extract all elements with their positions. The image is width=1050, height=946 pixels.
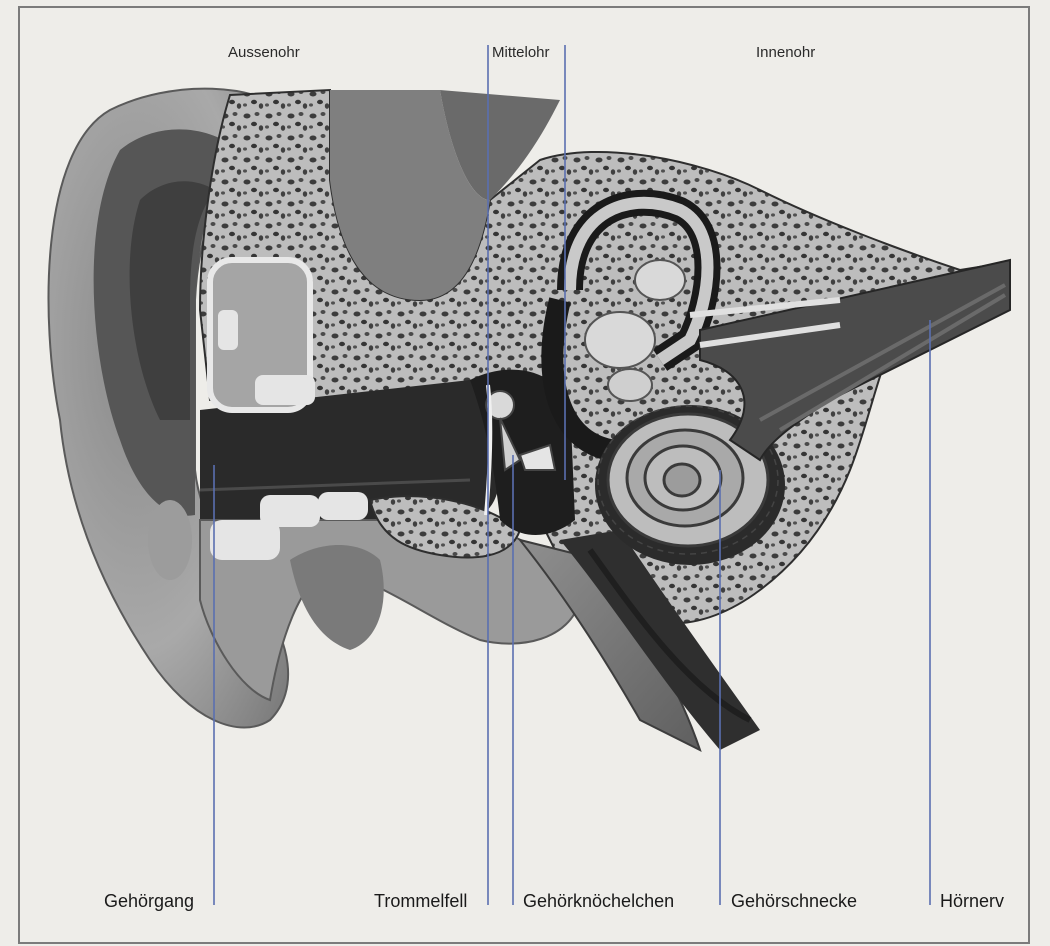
label-middle-ear: Mittelohr xyxy=(492,44,550,61)
label-ossicles: Gehörknöchelchen xyxy=(523,891,674,912)
label-cochlea: Gehörschnecke xyxy=(731,891,857,912)
label-outer-ear: Aussenohr xyxy=(228,44,300,61)
label-eardrum: Trommelfell xyxy=(374,891,467,912)
label-auditory-nerve: Hörnerv xyxy=(940,891,1004,912)
label-ear-canal: Gehörgang xyxy=(104,891,194,912)
label-inner-ear: Innenohr xyxy=(756,44,815,61)
